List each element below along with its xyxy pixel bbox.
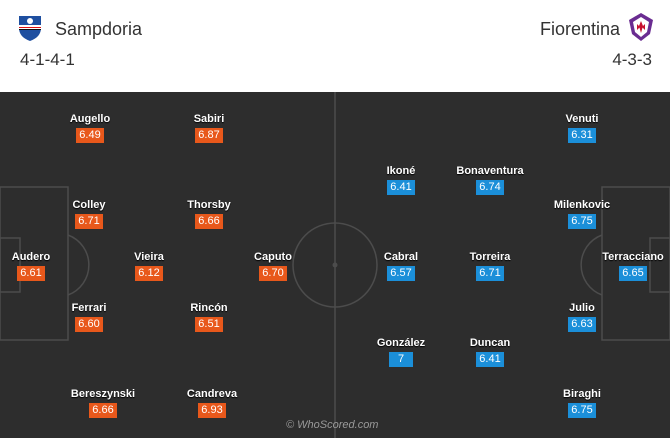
player-away-biraghi[interactable]: Biraghi 6.75 [553,388,611,418]
player-name: Colley [72,199,106,211]
player-away-venuti[interactable]: Venuti 6.31 [553,113,611,143]
player-away-torreira[interactable]: Torreira 6.71 [461,251,519,281]
player-name: Sabiri [193,113,225,125]
player-away-julio[interactable]: Julio 6.63 [553,302,611,332]
player-name: Audero [11,251,51,263]
player-rating: 6.51 [195,317,223,332]
player-name: Augello [69,113,111,125]
player-rating: 6.71 [75,214,103,229]
player-rating: 6.93 [198,403,226,418]
watermark: © WhoScored.com [286,419,379,431]
player-name: Caputo [254,251,292,263]
player-name: Cabral [383,251,419,263]
player-name: Candreva [186,388,238,400]
player-rating: 6.49 [76,128,104,143]
player-rating: 6.57 [387,266,415,281]
player-rating: 6.66 [195,214,223,229]
sampdoria-crest-icon [19,16,41,41]
home-team-name[interactable]: Sampdoria [55,19,143,39]
player-home-bereszynski[interactable]: Bereszynski 6.66 [67,388,139,418]
player-home-augello[interactable]: Augello 6.49 [61,113,119,143]
player-rating: 6.61 [17,266,45,281]
player-away-cabral[interactable]: Cabral 6.57 [372,251,430,281]
player-home-thorsby[interactable]: Thorsby 6.66 [180,199,238,229]
player-name: Torreira [469,251,511,263]
player-name: Thorsby [187,199,231,211]
player-name: Ikoné [386,165,416,177]
player-home-ferrari[interactable]: Ferrari 6.60 [60,302,118,332]
player-name: Ferrari [71,302,107,314]
player-home-rincon[interactable]: Rincón 6.51 [180,302,238,332]
player-name: Bereszynski [70,388,136,400]
player-away-gonzalez[interactable]: González 7 [366,337,436,367]
pitch [0,92,670,438]
player-rating: 6.12 [135,266,163,281]
player-rating: 6.41 [387,180,415,195]
player-rating: 6.87 [195,128,223,143]
player-rating: 6.63 [568,317,596,332]
player-away-ikone[interactable]: Ikoné 6.41 [372,165,430,195]
player-home-vieira[interactable]: Vieira 6.12 [120,251,178,281]
player-away-milenkovic[interactable]: Milenkovic 6.75 [546,199,618,229]
away-team-name[interactable]: Fiorentina [539,19,620,39]
player-rating: 6.75 [568,214,596,229]
player-rating: 6.41 [476,352,504,367]
player-rating: 6.31 [568,128,596,143]
player-name: Terracciano [602,251,664,263]
player-name: Biraghi [563,388,601,400]
player-name: Vieira [134,251,164,263]
player-rating: 6.74 [476,180,504,195]
player-rating: 6.70 [259,266,287,281]
player-home-sabiri[interactable]: Sabiri 6.87 [180,113,238,143]
fiorentina-crest-icon [629,13,653,41]
player-name: Rincón [190,302,228,314]
player-name: Duncan [469,337,511,349]
pitch-markings [0,92,670,438]
player-home-candreva[interactable]: Candreva 6.93 [180,388,244,418]
player-name: Milenkovic [553,199,611,211]
player-away-bonaventura[interactable]: Bonaventura 6.74 [451,165,529,195]
player-away-terracciano[interactable]: Terracciano 6.65 [598,251,668,281]
player-rating: 6.60 [75,317,103,332]
player-rating: 7 [389,352,413,367]
away-formation: 4-3-3 [612,50,652,69]
player-name: González [376,337,426,349]
player-home-colley[interactable]: Colley 6.71 [60,199,118,229]
player-rating: 6.66 [89,403,117,418]
player-home-caputo[interactable]: Caputo 6.70 [244,251,302,281]
player-home-audero[interactable]: Audero 6.61 [2,251,60,281]
home-formation: 4-1-4-1 [20,50,75,69]
player-name: Julio [569,302,595,314]
player-rating: 6.65 [619,266,647,281]
player-rating: 6.71 [476,266,504,281]
player-rating: 6.75 [568,403,596,418]
match-header: Sampdoria 4-1-4-1 Fiorentina 4-3-3 [0,0,670,90]
player-name: Venuti [565,113,599,125]
player-name: Bonaventura [456,165,524,177]
player-away-duncan[interactable]: Duncan 6.41 [461,337,519,367]
